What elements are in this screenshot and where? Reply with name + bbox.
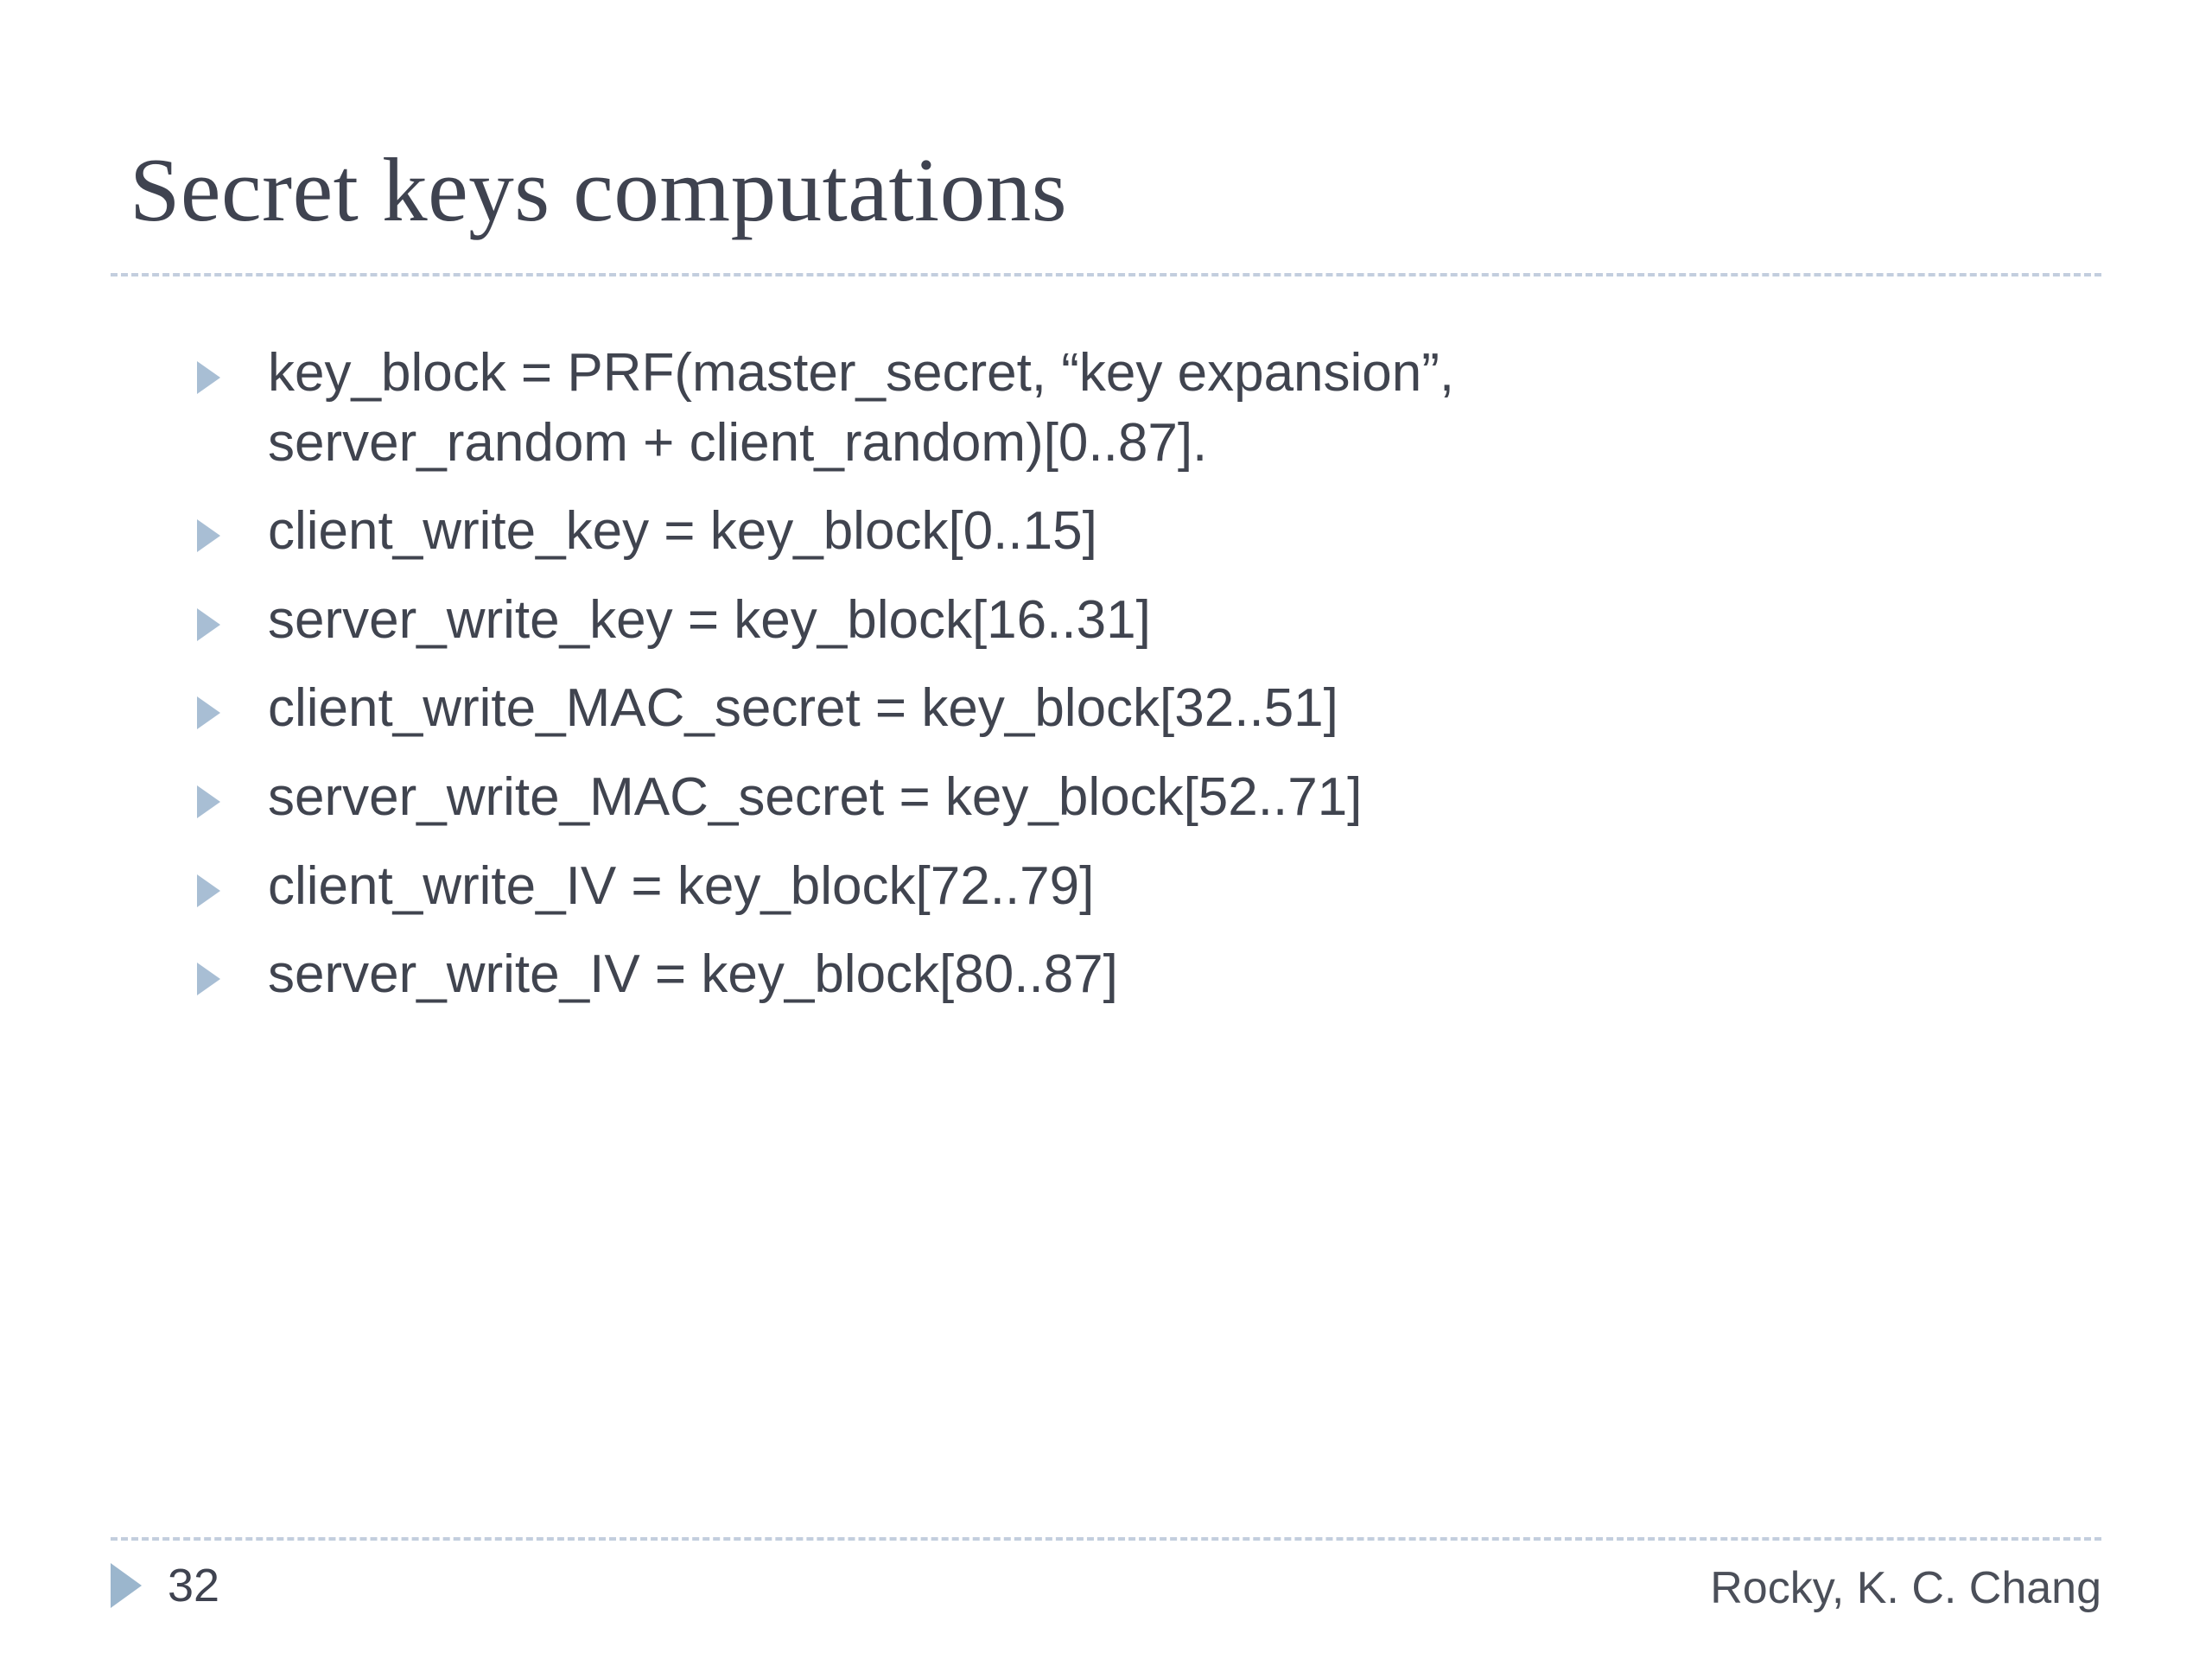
- list-item: client_write_MAC_secret = key_block[32..…: [197, 674, 2098, 744]
- footer-divider: [111, 1537, 2101, 1541]
- title-divider: [111, 273, 2101, 276]
- list-item-label: server_write_key = key_block[16..31]: [268, 589, 1151, 650]
- bullet-list: key_block = PRF(master_secret, “key expa…: [197, 339, 2098, 1029]
- triangle-bullet-icon: [197, 852, 268, 907]
- list-item: server_write_MAC_secret = key_block[52..…: [197, 763, 2098, 833]
- triangle-bullet-icon: [197, 497, 268, 553]
- list-item: client_write_IV = key_block[72..79]: [197, 852, 2098, 922]
- triangle-bullet-icon: [111, 1563, 142, 1608]
- list-item-label: client_write_MAC_secret = key_block[32..…: [268, 678, 1338, 739]
- list-item: server_write_IV = key_block[80..87]: [197, 940, 2098, 1010]
- footer-author: Rocky, K. C. Chang: [1710, 1563, 2101, 1613]
- page-number: 32: [168, 1560, 220, 1611]
- triangle-bullet-icon: [197, 940, 268, 996]
- list-item-label: server_write_MAC_secret = key_block[52..…: [268, 766, 1363, 827]
- triangle-bullet-icon: [197, 586, 268, 641]
- footer-page-indicator: 32: [111, 1562, 219, 1609]
- list-item-label: server_write_IV = key_block[80..87]: [268, 944, 1118, 1005]
- list-item-label: key_block = PRF(master_secret, “key expa…: [268, 343, 1455, 473]
- list-item: key_block = PRF(master_secret, “key expa…: [197, 339, 2098, 478]
- triangle-bullet-icon: [197, 339, 268, 394]
- list-item: server_write_key = key_block[16..31]: [197, 586, 2098, 656]
- list-item-label: client_write_key = key_block[0..15]: [268, 501, 1097, 562]
- triangle-bullet-icon: [197, 763, 268, 818]
- list-item-label: client_write_IV = key_block[72..79]: [268, 855, 1095, 916]
- page-title: Secret keys computations: [130, 139, 1068, 240]
- triangle-bullet-icon: [197, 674, 268, 730]
- list-item: client_write_key = key_block[0..15]: [197, 497, 2098, 567]
